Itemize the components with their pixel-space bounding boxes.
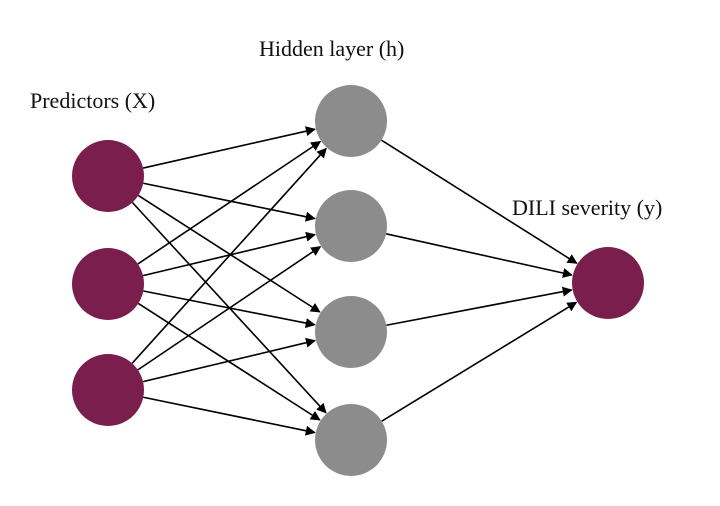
edge-hidden-1-to-output-1: [381, 139, 578, 264]
edge-input-3-to-hidden-2: [137, 246, 322, 371]
edge-input-3-to-hidden-4: [143, 396, 316, 436]
edge-hidden-4-to-output-1: [381, 301, 578, 422]
edges-group: [131, 126, 578, 436]
output-node-1: [572, 247, 644, 319]
hidden-node-3: [315, 296, 387, 368]
hidden-node-1: [315, 85, 387, 157]
input-node-3: [72, 354, 144, 426]
predictors-label: Predictors (X): [30, 88, 156, 113]
edge-hidden-3-to-output-1: [386, 286, 573, 327]
nodes-group: [72, 85, 644, 476]
edge-input-3-to-hidden-3: [142, 337, 316, 383]
output-label: DILI severity (y): [512, 195, 663, 220]
edge-input-1-to-hidden-2: [143, 182, 316, 222]
edge-input-3-to-hidden-1: [131, 147, 327, 364]
edge-input-1-to-hidden-3: [137, 194, 321, 313]
hidden-node-4: [315, 404, 387, 476]
input-node-2: [72, 248, 144, 320]
edge-input-1-to-hidden-1: [142, 126, 316, 169]
input-node-1: [72, 140, 144, 212]
edge-input-2-to-hidden-1: [137, 140, 322, 265]
hidden-layer-label: Hidden layer (h): [259, 36, 405, 61]
hidden-node-2: [315, 190, 387, 262]
edge-hidden-2-to-output-1: [385, 233, 573, 278]
